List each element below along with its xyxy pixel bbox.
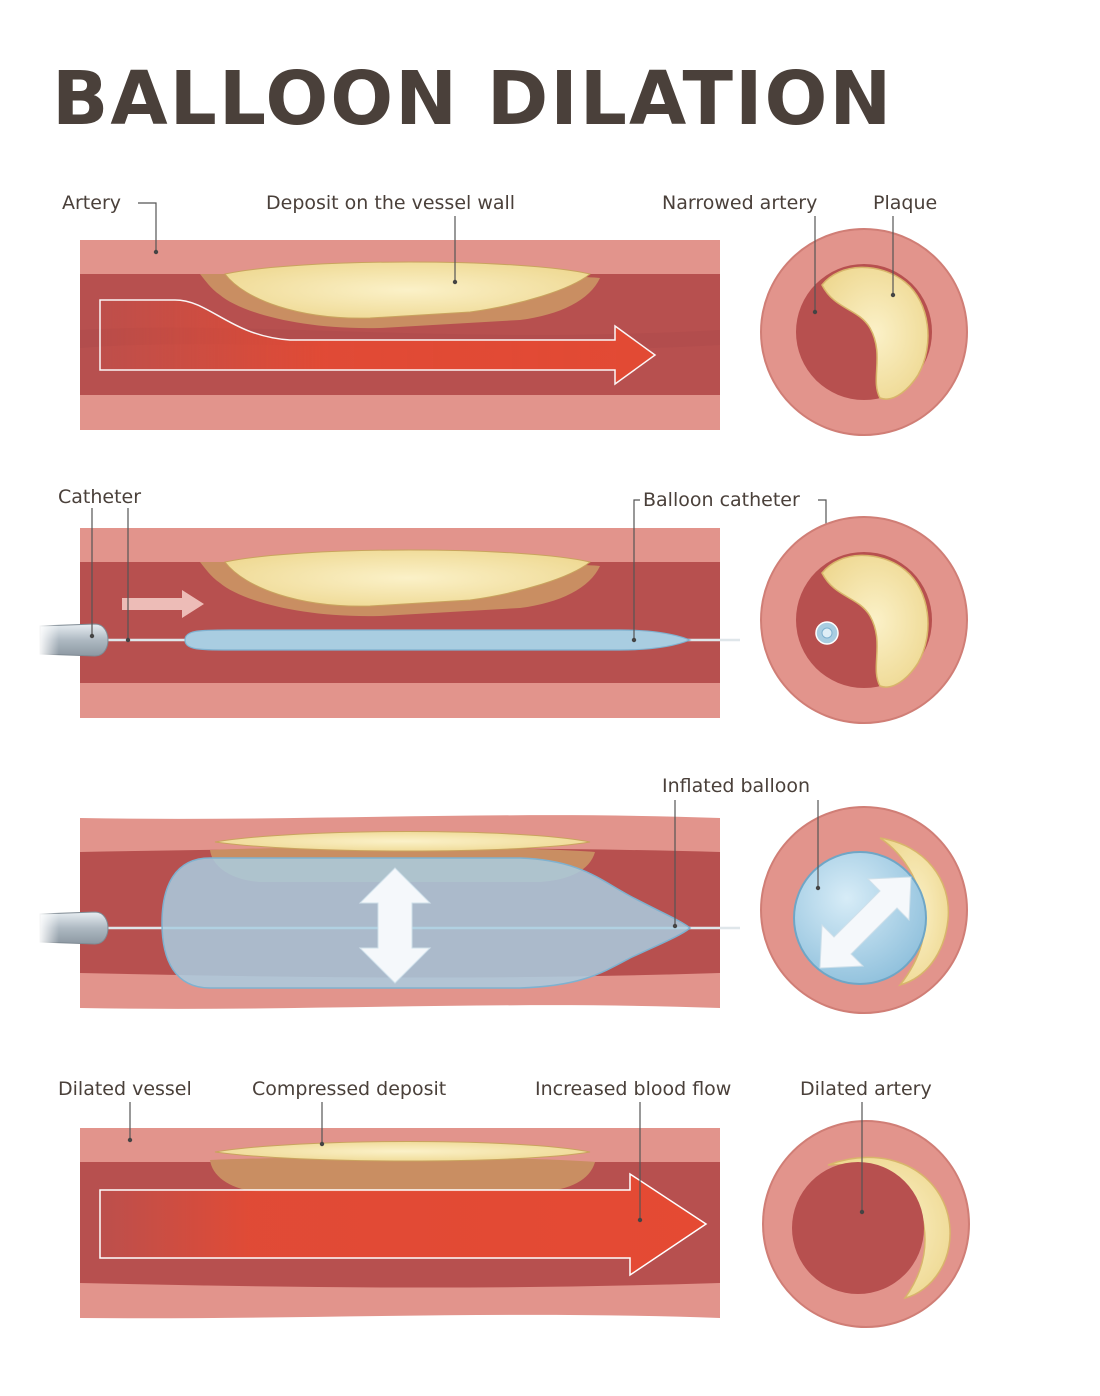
label-dilated-vessel: Dilated vessel [58,1078,192,1100]
label-inflated-balloon: Inflated balloon [662,775,811,797]
label-narrowed-artery: Narrowed artery [662,192,818,214]
marker-increased-blood-flow [637,1217,643,1223]
expand-arrow-diagonal [819,876,912,969]
panel-inflated [38,800,740,1009]
catheter-fade [38,908,98,948]
label-deposit-on-vessel-wall: Deposit on the vessel wall [266,192,516,214]
label-dilated-artery: Dilated artery [800,1078,932,1100]
motion-arrow [122,590,204,618]
panel-catheter [38,499,829,718]
leader-catheter [91,508,129,640]
marker-artery [153,249,159,255]
marker-catheter-a [89,633,95,639]
cross-lumen-dilated [792,1162,924,1294]
page-title: BALLOON DILATION [52,56,894,142]
cross-plaque [821,554,929,688]
balloon-deflated [184,629,692,651]
marker-inflated-balloon-cross [815,885,821,891]
label-catheter: Catheter [58,486,142,508]
cross-plaque [821,266,929,400]
label-compressed-deposit: Compressed deposit [252,1078,447,1100]
catheter-fade [38,620,98,660]
cross-section-narrowed [760,216,968,436]
panel-dilated [80,1102,720,1319]
cross-catheter-inner [821,627,833,639]
balloon-inflated [161,857,692,989]
cross-section-dilated [762,1102,970,1328]
expand-arrow-vertical [358,867,432,984]
panel-narrowed-artery [80,202,720,430]
deposit-compressed-shadow [210,1157,595,1192]
blood-flow-arrow [99,299,657,386]
leader-artery [138,202,157,252]
marker-inflated-balloon [672,923,678,929]
label-balloon-catheter: Balloon catheter [643,489,800,511]
marker-catheter-b [125,637,131,643]
label-artery: Artery [62,192,122,214]
deposit-plaque [224,261,592,319]
deposit-compressed [214,831,591,852]
blood-flow-arrow-large [99,1172,708,1277]
marker-dilated-vessel [127,1137,133,1143]
label-plaque: Plaque [873,192,938,214]
cross-section-catheter [760,516,968,724]
cross-section-inflated [760,800,968,1014]
deposit-plaque [224,549,592,607]
marker-deposit [452,279,458,285]
marker-plaque [890,292,896,298]
marker-compressed-deposit [319,1141,325,1147]
marker-narrowed-artery [812,309,818,315]
marker-balloon-catheter [631,637,637,643]
label-increased-blood-flow: Increased blood flow [535,1078,732,1100]
marker-dilated-artery [859,1209,865,1215]
deposit-compressed [214,1141,591,1162]
